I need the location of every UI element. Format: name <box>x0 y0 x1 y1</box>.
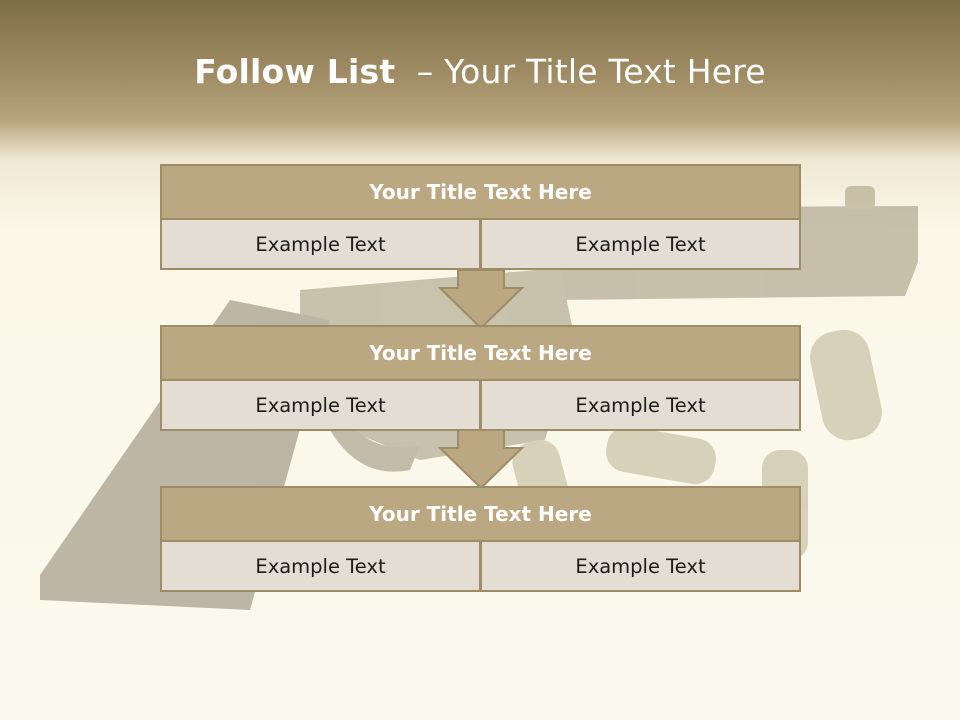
example-text-cell: Example Text <box>481 220 801 270</box>
block-row: Example Text Example Text <box>160 381 801 431</box>
down-arrow-icon <box>438 430 524 490</box>
bullet <box>810 329 882 441</box>
block-title: Your Title Text Here <box>160 486 801 542</box>
example-text-cell: Example Text <box>160 542 481 592</box>
page-title: Follow List – Your Title Text Here <box>0 52 960 91</box>
list-block-3: Your Title Text Here Example Text Exampl… <box>160 486 801 592</box>
example-text-cell: Example Text <box>160 220 481 270</box>
example-text-cell: Example Text <box>481 542 801 592</box>
title-bold: Follow List <box>194 52 396 91</box>
block-row: Example Text Example Text <box>160 542 801 592</box>
example-text-cell: Example Text <box>160 381 481 431</box>
block-row: Example Text Example Text <box>160 220 801 270</box>
title-rest: – Your Title Text Here <box>416 52 766 91</box>
list-block-2: Your Title Text Here Example Text Exampl… <box>160 325 801 431</box>
down-arrow-icon <box>438 270 524 330</box>
block-title: Your Title Text Here <box>160 164 801 220</box>
list-block-1: Your Title Text Here Example Text Exampl… <box>160 164 801 270</box>
example-text-cell: Example Text <box>481 381 801 431</box>
bullet <box>605 426 716 485</box>
block-title: Your Title Text Here <box>160 325 801 381</box>
